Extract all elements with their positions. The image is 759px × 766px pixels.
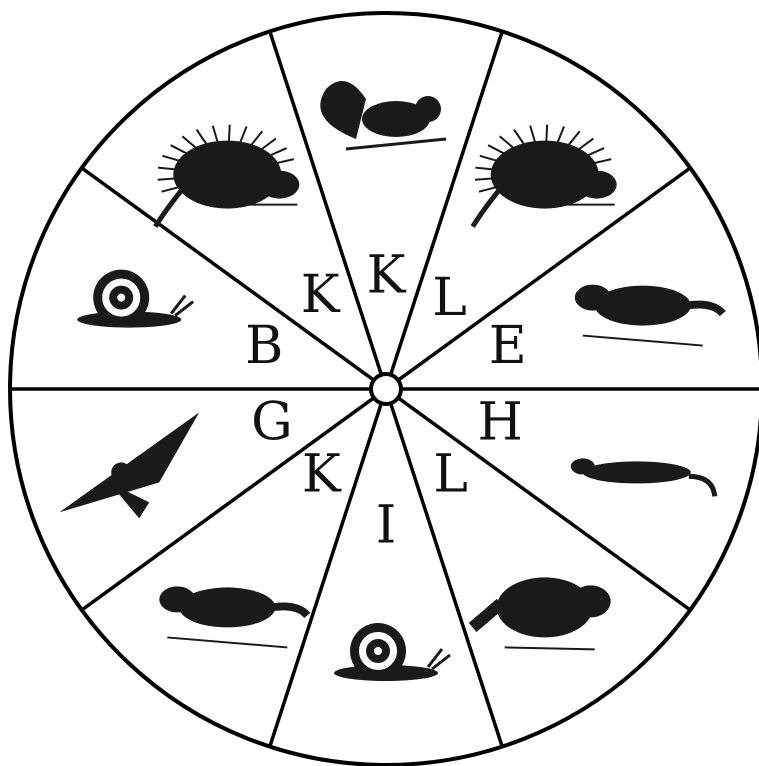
wheel-hub [371,374,401,404]
segment-letter: E [489,316,527,376]
segment-letter: L [432,268,467,328]
segment-letter: B [245,316,283,376]
segment-letter: K [367,246,407,306]
segment-letter: G [251,393,293,453]
segment-letter: K [301,265,341,325]
segment-letter: H [477,393,522,453]
segment-letter: L [433,444,468,504]
segment-letter: K [302,444,342,504]
segment-letter: I [376,496,397,556]
